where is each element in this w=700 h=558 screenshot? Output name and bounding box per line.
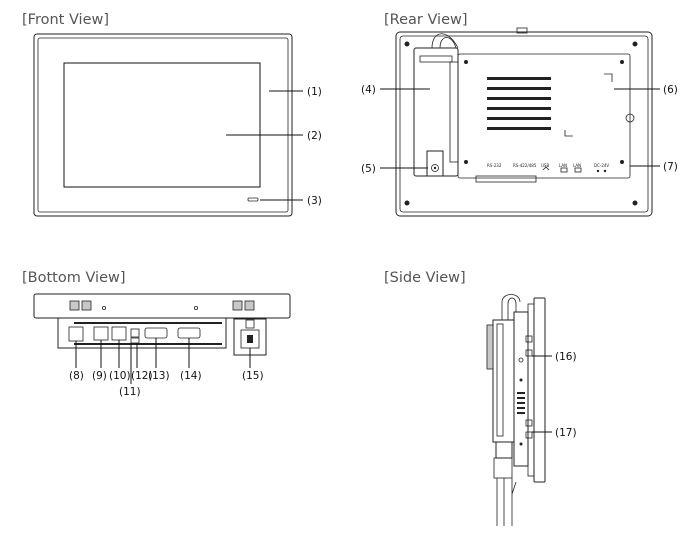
cable xyxy=(431,33,459,49)
screw-icon xyxy=(404,41,410,47)
module-side-rail xyxy=(449,61,459,163)
screw-icon xyxy=(519,378,523,382)
lan-icon xyxy=(560,167,568,173)
callout-1: (1) xyxy=(307,86,322,98)
callout-2: (2) xyxy=(307,130,322,142)
cable xyxy=(507,297,517,320)
callout-7: (7) xyxy=(663,161,678,173)
bottom-vent xyxy=(74,322,222,345)
clip-slot xyxy=(81,300,92,311)
callout-13: (13) xyxy=(148,370,170,382)
rear-view: RS-232 RS-422/485 USB LAN LAN DC-24V xyxy=(380,27,660,217)
lan-icon xyxy=(574,167,582,173)
top-tab xyxy=(516,27,528,34)
cable xyxy=(439,37,457,49)
screw-icon xyxy=(102,305,107,310)
side-view-title: [Side View] xyxy=(384,270,466,286)
vent-grille xyxy=(487,77,551,130)
screw-icon xyxy=(404,200,410,206)
screw-icon xyxy=(193,305,198,310)
screw-icon xyxy=(519,442,523,446)
side-connector xyxy=(495,441,513,459)
bottom-view-title: [Bottom View] xyxy=(22,270,126,286)
screw-icon xyxy=(464,60,468,64)
usb-icon xyxy=(542,166,550,171)
usb-port-11 xyxy=(130,328,140,338)
screw-icon xyxy=(620,160,624,164)
front-bezel xyxy=(33,33,293,217)
screw-icon xyxy=(620,60,624,64)
side-bezel-step xyxy=(527,303,535,477)
callout-15: (15) xyxy=(242,370,264,382)
mount-clip-17b xyxy=(525,431,533,439)
side-module xyxy=(492,319,515,443)
callout-3: (3) xyxy=(307,195,322,207)
side-front-panel xyxy=(533,297,546,483)
side-view xyxy=(486,294,552,526)
callout-17: (17) xyxy=(555,427,577,439)
front-view-title: [Front View] xyxy=(22,12,109,28)
mount-clip-16a xyxy=(525,335,533,343)
connector-socket-icon xyxy=(247,335,253,343)
module-top-plate xyxy=(419,55,453,63)
front-view xyxy=(33,33,303,217)
callout-12: (12) xyxy=(131,370,153,382)
callout-4: (4) xyxy=(361,84,376,96)
rs232-port-label: RS-232 xyxy=(487,163,502,168)
screw-icon xyxy=(518,357,524,363)
side-module-clip xyxy=(486,324,494,370)
screw-icon xyxy=(464,160,468,164)
side-plug xyxy=(493,457,513,479)
dot-icon xyxy=(596,169,600,173)
lan2-port-label: LAN xyxy=(573,163,581,168)
front-screen xyxy=(63,62,261,188)
lan1-port-label: LAN xyxy=(559,163,567,168)
cable xyxy=(501,294,521,320)
callout-8: (8) xyxy=(69,370,84,382)
screw-icon xyxy=(632,200,638,206)
clip-slot xyxy=(69,300,80,311)
connector-socket-icon xyxy=(433,166,437,170)
module-tab xyxy=(245,319,255,329)
connector-socket-icon xyxy=(431,164,439,172)
usb-port-label: USB xyxy=(541,163,549,168)
connector-row xyxy=(475,175,537,183)
mount-clip-17a xyxy=(525,419,533,427)
side-module-rail xyxy=(496,323,504,437)
side-vent xyxy=(517,392,525,414)
mount-clip-16b xyxy=(525,349,533,357)
rs422-port-label: RS-422/485 xyxy=(513,163,537,168)
cable xyxy=(511,481,517,495)
rear-view-title: [Rear View] xyxy=(384,12,468,28)
callout-14: (14) xyxy=(180,370,202,382)
module-bottom-connector xyxy=(426,150,444,177)
bottom-view xyxy=(33,293,291,384)
clip-slot xyxy=(244,300,255,311)
ground-screw-icon xyxy=(625,113,635,123)
power-led xyxy=(247,197,259,202)
callout-11: (11) xyxy=(119,386,141,398)
rear-housing xyxy=(395,31,653,217)
callout-16: (16) xyxy=(555,351,577,363)
front-bezel-inner xyxy=(37,37,289,213)
callout-10: (10) xyxy=(109,370,131,382)
rear-housing-inner xyxy=(399,35,649,213)
usb-port-11b xyxy=(130,337,140,344)
callout-5: (5) xyxy=(361,163,376,175)
clip-slot xyxy=(232,300,243,311)
screw-icon xyxy=(632,41,638,47)
callout-9: (9) xyxy=(92,370,107,382)
power-port-label: DC-24V xyxy=(594,163,609,168)
callout-6: (6) xyxy=(663,84,678,96)
corner-mark xyxy=(564,130,573,137)
dot-icon xyxy=(603,169,607,173)
corner-mark xyxy=(604,73,613,82)
